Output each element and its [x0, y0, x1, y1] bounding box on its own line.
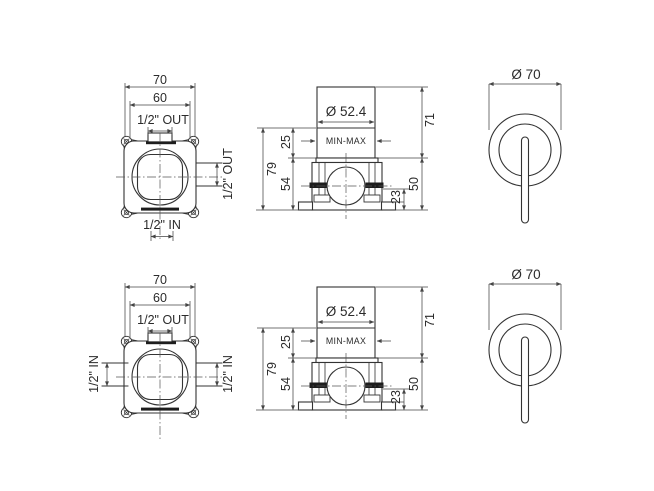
row2-right-port-lines: [195, 362, 223, 387]
row1-front-dim-60: 60: [153, 91, 167, 105]
row-2: 70 60 1/2" OUT 1/2" IN 1/2" IN Ø 52.4 MI…: [87, 267, 561, 441]
row1-side-minmax-label: MIN-MAX: [326, 136, 366, 146]
row2-side-dim-23: 23: [389, 390, 403, 404]
row1-side-dim-23: 23: [389, 190, 403, 204]
row1-side-dim-50: 50: [407, 177, 421, 191]
row1-side-dim-79: 79: [265, 162, 279, 176]
row1-right-port-lines: [195, 162, 223, 187]
row2-side-dim-50: 50: [407, 377, 421, 391]
row-1: 70 60 1/2" OUT 1/2" OUT 1/2" IN Ø 52.4 M…: [116, 67, 561, 241]
row2-side-dim-79: 79: [265, 362, 279, 376]
row1-side-dim-71: 71: [423, 113, 437, 127]
row1-trim-dim-diameter: Ø 70: [511, 67, 540, 82]
row1-side-dim-54: 54: [279, 177, 293, 191]
row1-bottom-port-bracket: [150, 231, 174, 241]
row1-side-dim-25: 25: [279, 135, 293, 149]
row2-front-view: [116, 283, 224, 441]
row1-front-dim-70: 70: [153, 73, 167, 87]
row2-trim-dim-diameter: Ø 70: [511, 267, 540, 282]
row1-front-port-right-label: 1/2" OUT: [221, 148, 235, 200]
row2-front-port-right-label: 1/2" IN: [221, 355, 235, 393]
row1-front-port-top-label: 1/2" OUT: [137, 113, 189, 127]
row2-side-dim-diameter: Ø 52.4: [326, 304, 367, 319]
row2-front-port-left-label: 1/2" IN: [87, 355, 101, 393]
row1-front-port-bottom-label: 1/2" IN: [143, 218, 181, 232]
row2-front-dim-60: 60: [153, 291, 167, 305]
row2-side-dim-54: 54: [279, 377, 293, 391]
row1-trim-view: [489, 84, 561, 223]
row2-side-dim-71: 71: [423, 313, 437, 327]
row1-side-dim-diameter: Ø 52.4: [326, 104, 367, 119]
row2-front-port-top-label: 1/2" OUT: [137, 313, 189, 327]
row2-side-dim-25: 25: [279, 335, 293, 349]
row2-side-minmax-label: MIN-MAX: [326, 336, 366, 346]
row2-trim-view: [489, 284, 561, 423]
row2-front-dim-70: 70: [153, 273, 167, 287]
